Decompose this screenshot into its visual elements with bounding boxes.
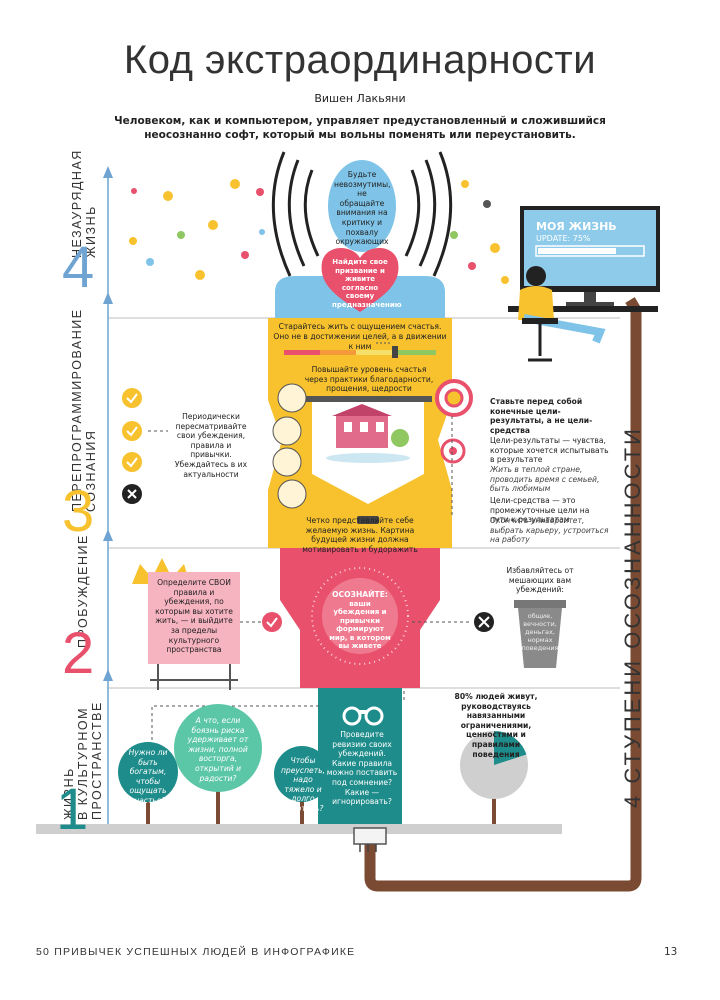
beliefs-review-text: Периодически пересматривайте свои убежде…: [174, 412, 248, 479]
trash-can: [474, 600, 566, 668]
audit-text: Проведите ревизию своих убеждений. Какие…: [326, 730, 398, 807]
head: [328, 160, 396, 252]
side-label: 4 СТУПЕНИ ОСОЗНАННОСТИ: [620, 426, 645, 808]
goals-results-example: Жить в теплой стране, проводить время с …: [490, 465, 600, 494]
axis-arrow: [103, 166, 113, 830]
trees: [118, 704, 496, 824]
visualize-text: Четко представляйте себе желаемую жизнь.…: [302, 516, 418, 554]
level-4-number: 4: [62, 235, 95, 300]
pie-slice: [494, 731, 527, 765]
check-icons: [122, 388, 142, 504]
practices-text: Повышайте уровень счастья через практики…: [304, 365, 434, 394]
page-number: 13: [664, 946, 678, 958]
happiness-line2: Оно не в достижении целей, а в движении …: [273, 332, 447, 351]
sign-board: [132, 558, 282, 690]
goals-means: Цели-средства — это промежуточные цели н…: [490, 496, 590, 525]
head-text: Будьте невозмутимы, не обращайте внимани…: [334, 170, 391, 247]
happiness-line1: Старайтесь жить с ощущением счастья.: [278, 322, 442, 331]
tree1-text: Нужно ли быть богатым, чтобы ощущать сча…: [128, 748, 168, 805]
ground-bar: [36, 824, 562, 834]
rid-text: Избавляйтесь от мешающих вам убеждений:: [506, 566, 574, 595]
level-1-number: 1: [56, 777, 89, 842]
screen-update: UPDATE: 75%: [536, 234, 591, 243]
awareness-body: ваши убеждения и привычки формируют мир,…: [329, 600, 391, 651]
trash-text: общие, вечности, деньгах, нормах поведен…: [521, 612, 559, 652]
tree3-text: Чтобы преуспеть, надо тяжело и долго раб…: [280, 756, 326, 813]
heart: [321, 247, 399, 312]
awareness-head: ОСОЗНАЙТЕ:: [332, 590, 388, 599]
projection-screen: [304, 396, 432, 524]
goals-heading: Ставьте перед собой конечные цели-резуль…: [490, 397, 593, 435]
screen-title: МОЯ ЖИЗНЬ: [536, 220, 617, 233]
sign-text: Определите СВОИ правила и убеждения, по …: [155, 578, 233, 655]
tree2-text: А что, если боязнь риска удерживает от ж…: [187, 716, 249, 783]
cable-pipe: [364, 297, 642, 892]
footer-book-title: 50 ПРИВЫЧЕК УСПЕШНЫХ ЛЮДЕЙ В ИНФОГРАФИКЕ: [36, 946, 356, 958]
goals-means-example: Окончить университет, выбрать карьеру, у…: [490, 516, 609, 545]
subtitle: Человеком, как и компьютером, управляет …: [114, 115, 606, 141]
happiness-scale: [284, 342, 436, 358]
level-3-number: 3: [62, 479, 95, 544]
signal-arcs: [271, 151, 453, 277]
goals-results: Цели-результаты — чувства, которые хочет…: [490, 436, 609, 465]
heart-text: Найдите свое призвание и живите согласно…: [332, 258, 402, 309]
pie-chart: [460, 731, 528, 799]
practice-icons: [272, 383, 307, 509]
decorative-dots: [129, 179, 509, 284]
binoculars-icon: [342, 706, 384, 726]
stat-text: 80% людей живут, руководствуясь навязанн…: [454, 692, 538, 759]
author: Вишен Лакьяни: [314, 92, 406, 105]
target-icons: [435, 379, 473, 464]
plug: [353, 827, 387, 845]
connectors: [148, 416, 470, 758]
computer-desk: [508, 206, 660, 362]
page-title: Код экстраординарности: [123, 38, 597, 82]
level-2-number: 2: [62, 621, 95, 686]
awareness-circle: [311, 567, 409, 665]
